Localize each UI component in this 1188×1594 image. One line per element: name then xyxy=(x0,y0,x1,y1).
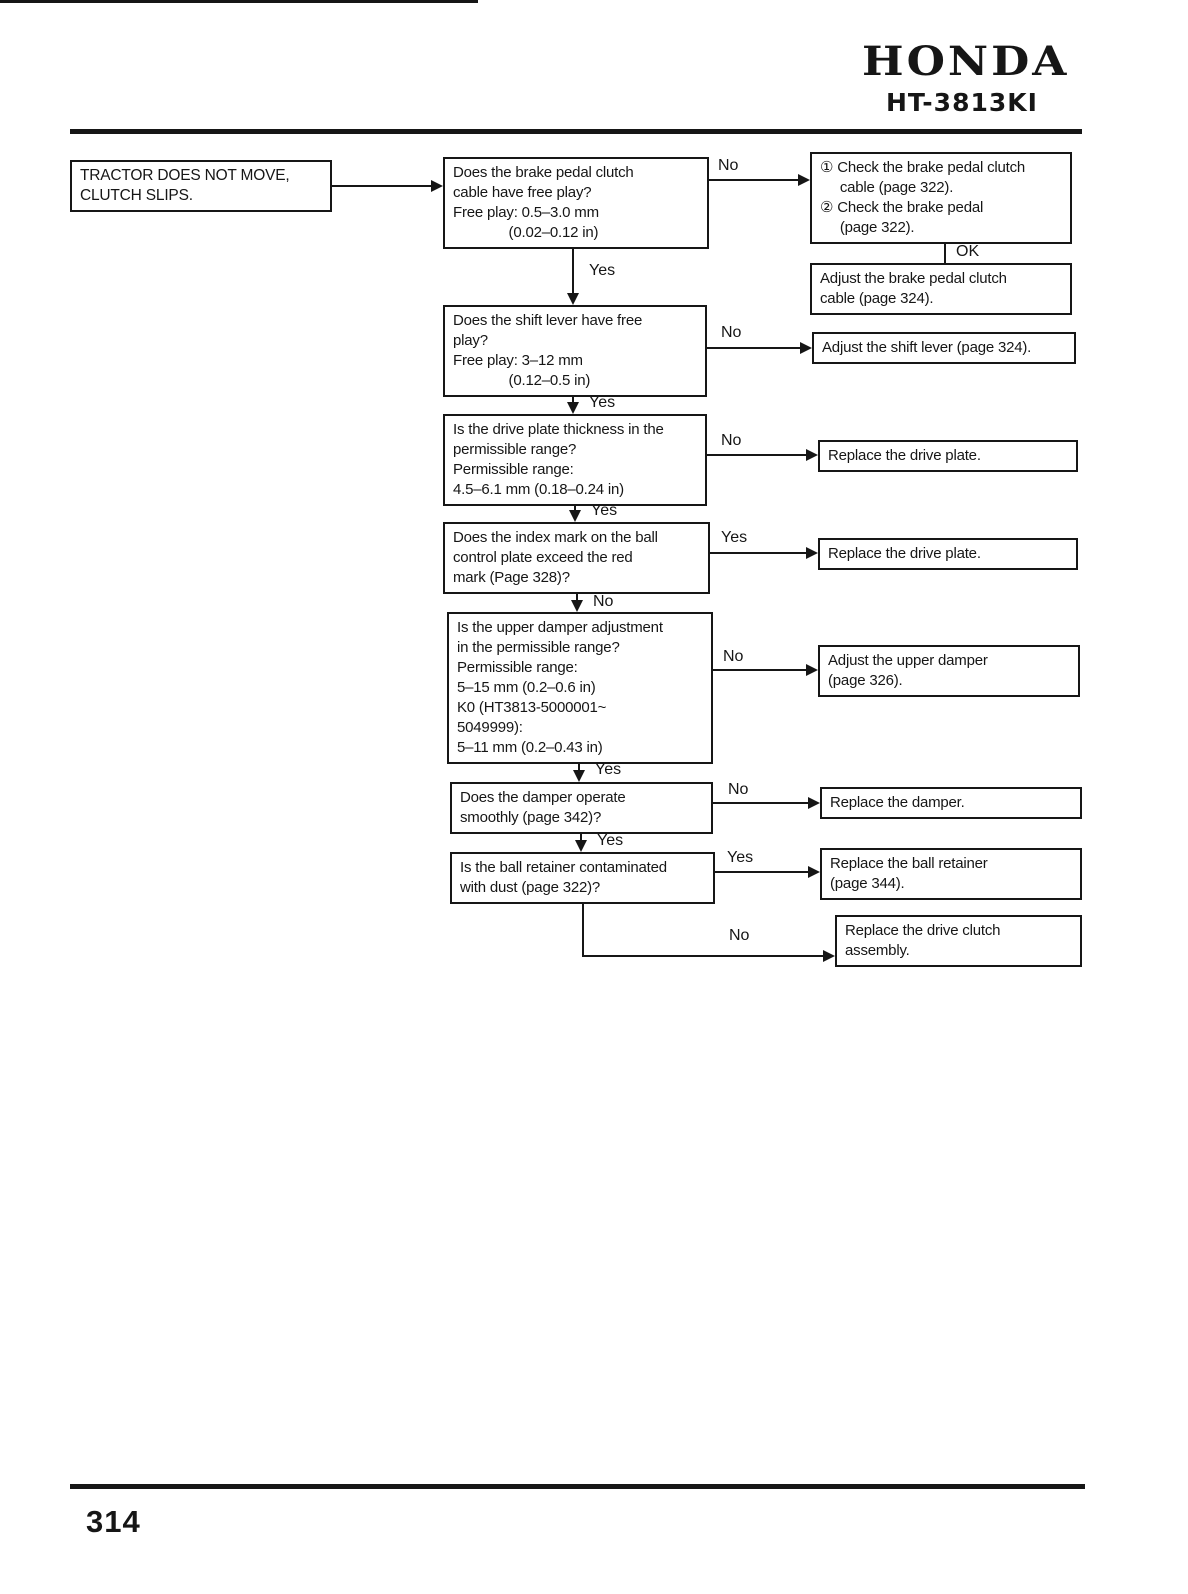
connector-q6-q7 xyxy=(580,834,582,842)
arrowhead-down-icon xyxy=(567,402,579,414)
connector-q7-elbow-horizontal xyxy=(582,955,823,957)
arrowhead-down-icon xyxy=(567,293,579,305)
arrowhead-right-icon xyxy=(431,180,443,192)
branch-label-yes: Yes xyxy=(595,761,622,778)
connector-q1-a1 xyxy=(709,179,798,181)
connector-q1-q2 xyxy=(572,249,574,295)
flow-a5-adjust-upper-damper-box: Adjust the upper damper (page 326). xyxy=(818,645,1080,697)
branch-label-yes: Yes xyxy=(721,529,748,546)
model-number: HT-3813KI xyxy=(886,88,1038,117)
flow-a3-replace-drive-plate-box: Replace the drive plate. xyxy=(818,440,1078,472)
branch-label-yes: Yes xyxy=(727,849,754,866)
arrowhead-down-icon xyxy=(573,770,585,782)
flow-a1-check-brake-box: ① Check the brake pedal clutch cable (pa… xyxy=(810,152,1072,244)
flow-a8-replace-drive-clutch-box: Replace the drive clutch assembly. xyxy=(835,915,1082,967)
branch-label-yes: Yes xyxy=(589,262,616,279)
arrowhead-right-icon xyxy=(800,342,812,354)
connector-q5-a5 xyxy=(713,669,806,671)
arrowhead-right-icon xyxy=(806,547,818,559)
connector-q4-a4 xyxy=(710,552,806,554)
branch-label-yes: Yes xyxy=(597,832,624,849)
page-edge-line xyxy=(0,0,478,3)
connector-q4-q5 xyxy=(576,594,578,602)
branch-label-yes: Yes xyxy=(591,502,618,519)
header-rule xyxy=(70,129,1082,134)
flow-start-box: TRACTOR DOES NOT MOVE, CLUTCH SLIPS. xyxy=(70,160,332,212)
branch-label-ok: OK xyxy=(956,243,980,260)
arrowhead-right-icon xyxy=(806,449,818,461)
connector-q2-a2 xyxy=(707,347,800,349)
flow-q6-damper-smooth-box: Does the damper operate smoothly (page 3… xyxy=(450,782,713,834)
flow-a1b-adjust-brake-cable-box: Adjust the brake pedal clutch cable (pag… xyxy=(810,263,1072,315)
branch-label-no: No xyxy=(723,648,744,665)
connector-q3-a3 xyxy=(707,454,806,456)
arrowhead-down-icon xyxy=(571,600,583,612)
footer-rule xyxy=(70,1484,1085,1489)
flow-q1-brake-cable-box: Does the brake pedal clutch cable have f… xyxy=(443,157,709,249)
branch-label-no: No xyxy=(728,781,749,798)
branch-label-no: No xyxy=(593,593,614,610)
branch-label-no: No xyxy=(721,324,742,341)
brand-logo: HONDA xyxy=(862,38,1070,85)
flow-q4-index-mark-box: Does the index mark on the ball control … xyxy=(443,522,710,594)
branch-label-no: No xyxy=(721,432,742,449)
branch-label-no: No xyxy=(729,927,750,944)
connector-q7-elbow-vertical xyxy=(582,904,584,957)
flow-a7-replace-ball-retainer-box: Replace the ball retainer (page 344). xyxy=(820,848,1082,900)
flow-q5-upper-damper-box: Is the upper damper adjustment in the pe… xyxy=(447,612,713,764)
flow-a6-replace-damper-box: Replace the damper. xyxy=(820,787,1082,819)
arrowhead-down-icon xyxy=(569,510,581,522)
flow-q7-ball-retainer-box: Is the ball retainer contaminated with d… xyxy=(450,852,715,904)
branch-label-yes: Yes xyxy=(589,394,616,411)
connector-q3-q4 xyxy=(574,506,576,512)
arrowhead-right-icon xyxy=(808,866,820,878)
flow-a4-replace-drive-plate-box: Replace the drive plate. xyxy=(818,538,1078,570)
arrowhead-right-icon xyxy=(806,664,818,676)
connector-q7-a7 xyxy=(715,871,808,873)
connector-q2-q3 xyxy=(572,397,574,405)
arrowhead-right-icon xyxy=(798,174,810,186)
connector-q6-a6 xyxy=(713,802,808,804)
connector-start-q1 xyxy=(332,185,431,187)
page-number: 314 xyxy=(86,1504,141,1539)
arrowhead-down-icon xyxy=(575,840,587,852)
arrowhead-right-icon xyxy=(808,797,820,809)
flow-a2-adjust-shift-lever-box: Adjust the shift lever (page 324). xyxy=(812,332,1076,364)
flow-q2-shift-lever-box: Does the shift lever have free play? Fre… xyxy=(443,305,707,397)
flow-q3-drive-plate-box: Is the drive plate thickness in the perm… xyxy=(443,414,707,506)
arrowhead-right-icon xyxy=(823,950,835,962)
branch-label-no: No xyxy=(718,157,739,174)
connector-q5-q6 xyxy=(578,764,580,772)
connector-a1-a1b xyxy=(944,244,946,263)
